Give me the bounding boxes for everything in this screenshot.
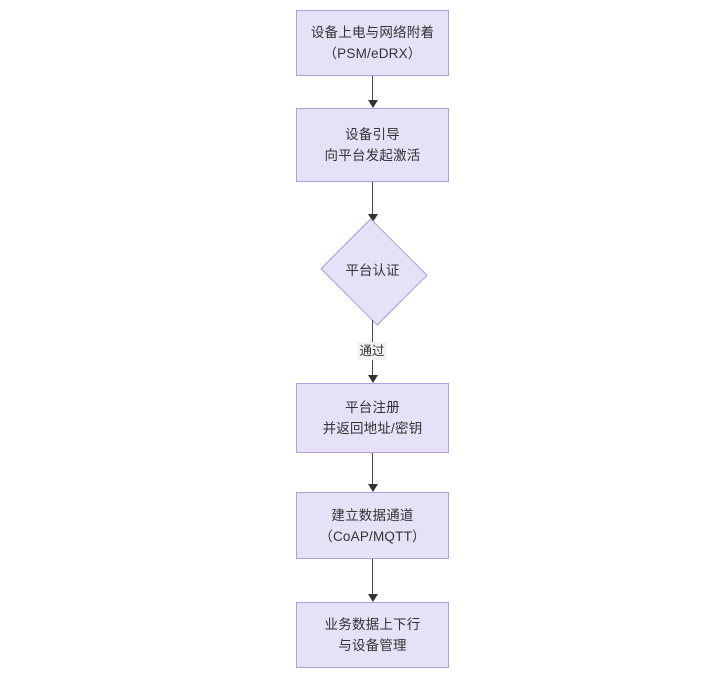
arrow-head-icon	[367, 375, 378, 383]
flow-node-label: 平台认证	[345, 263, 400, 278]
flow-node-label: 建立数据通道 （CoAP/MQTT）	[319, 507, 426, 544]
flow-edge-label-pass: 通过	[357, 342, 387, 360]
flow-node-business-data[interactable]: 业务数据上下行 与设备管理	[296, 602, 449, 668]
flow-node-platform-register[interactable]: 平台注册 并返回地址/密钥	[296, 383, 449, 453]
flow-node-label: 设备引导 向平台发起激活	[324, 127, 421, 163]
flow-edge-n1-n2	[367, 76, 378, 108]
flow-edge-n3-n4: 通过	[357, 320, 387, 383]
arrow-head-icon	[367, 214, 378, 222]
edge-line	[372, 453, 374, 484]
arrow-head-icon	[367, 594, 378, 602]
flow-node-label: 设备上电与网络附着 （PSM/eDRX）	[310, 25, 435, 61]
flow-node-device-power-on[interactable]: 设备上电与网络附着 （PSM/eDRX）	[296, 10, 449, 76]
flow-node-label: 平台注册 并返回地址/密钥	[322, 400, 423, 436]
edge-line	[372, 76, 374, 100]
flow-edge-n5-n6	[367, 559, 378, 602]
flow-node-data-channel[interactable]: 建立数据通道 （CoAP/MQTT）	[296, 492, 449, 559]
flow-edge-n2-n3	[367, 182, 378, 222]
flow-node-label: 业务数据上下行 与设备管理	[324, 617, 421, 653]
flow-node-platform-auth-decision[interactable]: 平台认证	[317, 218, 428, 326]
edge-line	[372, 559, 374, 594]
flow-edge-n4-n5	[367, 453, 378, 492]
arrow-head-icon	[367, 484, 378, 492]
edge-line	[372, 182, 374, 214]
flow-node-device-bootstrap[interactable]: 设备引导 向平台发起激活	[296, 108, 449, 182]
arrow-head-icon	[367, 100, 378, 108]
